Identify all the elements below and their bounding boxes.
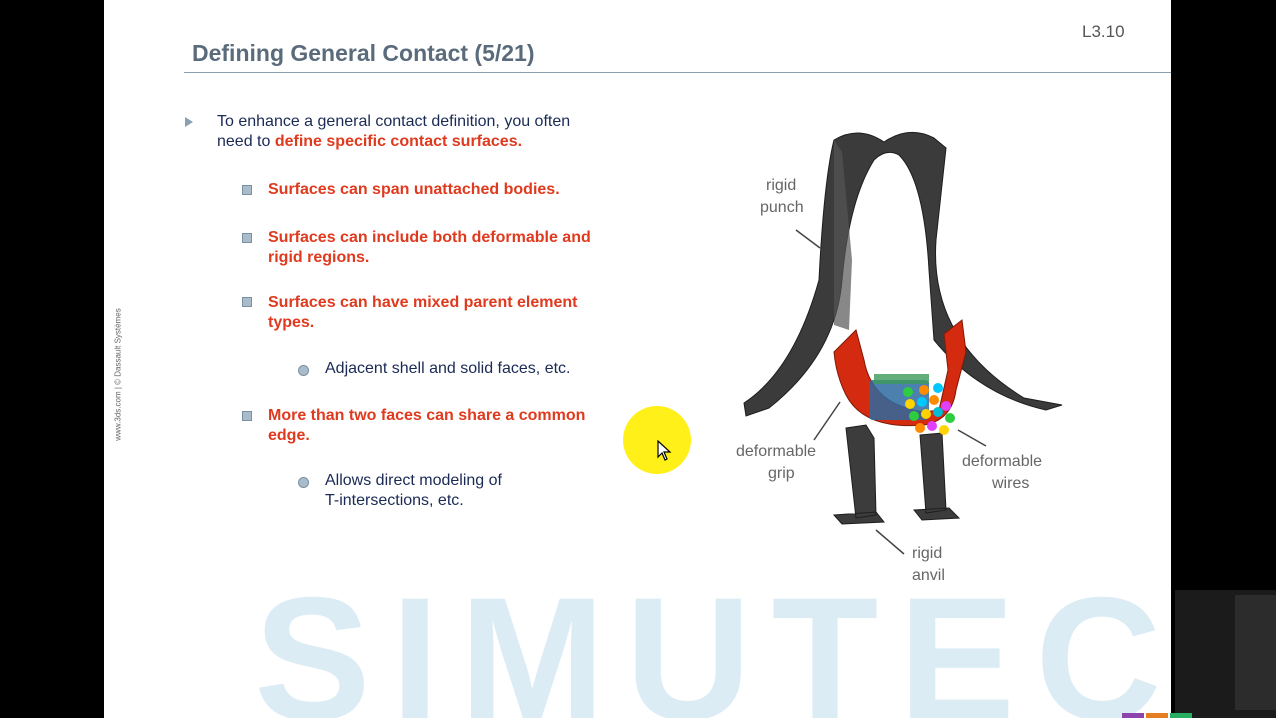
bullet-square-icon: [242, 297, 252, 307]
label-deformable-grip-1: deformable: [736, 443, 816, 460]
deformable-wires-shape: [869, 374, 955, 435]
color-stripe: [1146, 713, 1168, 718]
sub-bullet-3: Surfaces can have mixed parent element t…: [268, 294, 578, 331]
slide: SIMUTECH Defining General Contact (5/21)…: [104, 0, 1171, 718]
color-stripe: [1122, 713, 1144, 718]
sub-bullet-4: More than two faces can share a common e…: [268, 407, 586, 444]
cursor-highlight: [623, 406, 691, 474]
label-rigid-anvil-1: rigid: [912, 545, 942, 562]
bullet-square-icon: [242, 233, 252, 243]
bullet-square-icon: [242, 411, 252, 421]
label-rigid-punch-1: rigid: [766, 177, 796, 194]
contact-model-diagram: rigid punch deformable grip deformable w…: [736, 131, 1063, 584]
label-rigid-anvil-2: anvil: [912, 567, 945, 584]
bullet-circle-icon: [298, 365, 309, 376]
pointer-punch: [795, 229, 821, 249]
label-deformable-wires-2: wires: [991, 475, 1029, 492]
title-divider: [184, 72, 1171, 73]
pointer-wires: [957, 429, 987, 447]
pointer-anvil: [875, 529, 905, 555]
rigid-punch-shape: [743, 131, 1063, 417]
label-rigid-punch-2: punch: [760, 199, 804, 216]
rigid-anvil-shape: [832, 424, 961, 525]
bullet-triangle-icon: [185, 117, 193, 127]
watermark-logo: SIMUTECH: [254, 562, 1171, 718]
pointer-grip: [813, 401, 841, 441]
tertiary-bullet-1: Adjacent shell and solid faces, etc.: [325, 360, 571, 377]
slide-number: L3.10: [1082, 22, 1125, 41]
label-deformable-wires-1: deformable: [962, 453, 1042, 470]
corner-overlay-inner: [1235, 595, 1276, 710]
mouse-pointer-icon: [657, 440, 672, 461]
tertiary-bullet-2: Allows direct modeling of T-intersection…: [325, 472, 502, 509]
color-stripe: [1170, 713, 1192, 718]
bullet-circle-icon: [298, 477, 309, 488]
copyright-credit: www.3ds.com | © Dassault Systèmes: [113, 308, 123, 441]
bullet-main: To enhance a general contact definition,…: [217, 112, 570, 152]
bullet-main-line2: need to define specific contact surfaces…: [217, 133, 523, 150]
sub-bullet-2: Surfaces can include both deformable and…: [268, 229, 591, 266]
sub-bullet-1: Surfaces can span unattached bodies.: [268, 181, 560, 198]
label-deformable-grip-2: grip: [768, 465, 795, 482]
bullet-main-line1: To enhance a general contact definition,…: [217, 113, 571, 130]
slide-title: Defining General Contact (5/21): [192, 40, 535, 66]
bullet-square-icon: [242, 185, 252, 195]
